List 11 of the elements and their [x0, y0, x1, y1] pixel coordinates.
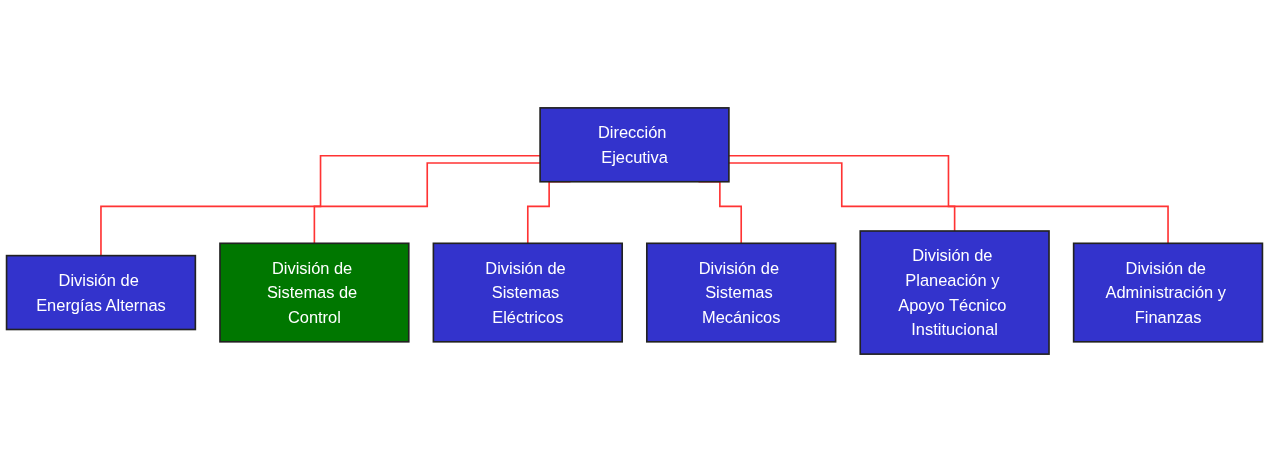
node-box: División de Administración y Finanzas — [1072, 242, 1264, 343]
node-box: División de Energías Alternas — [5, 254, 197, 331]
node-box: División de Sistemas de Control — [219, 242, 410, 343]
connector — [313, 162, 541, 245]
node-box: Dirección Ejecutiva — [539, 107, 730, 183]
node-box: División de Planeación y Apoyo Técnico Institucional — [859, 230, 1050, 355]
node-box: División de Sistemas Eléctricos — [432, 242, 623, 343]
connector — [728, 154, 1169, 245]
connector — [728, 162, 956, 232]
connector — [100, 154, 541, 257]
node-box: División de Sistemas Mecánicos — [646, 242, 837, 343]
